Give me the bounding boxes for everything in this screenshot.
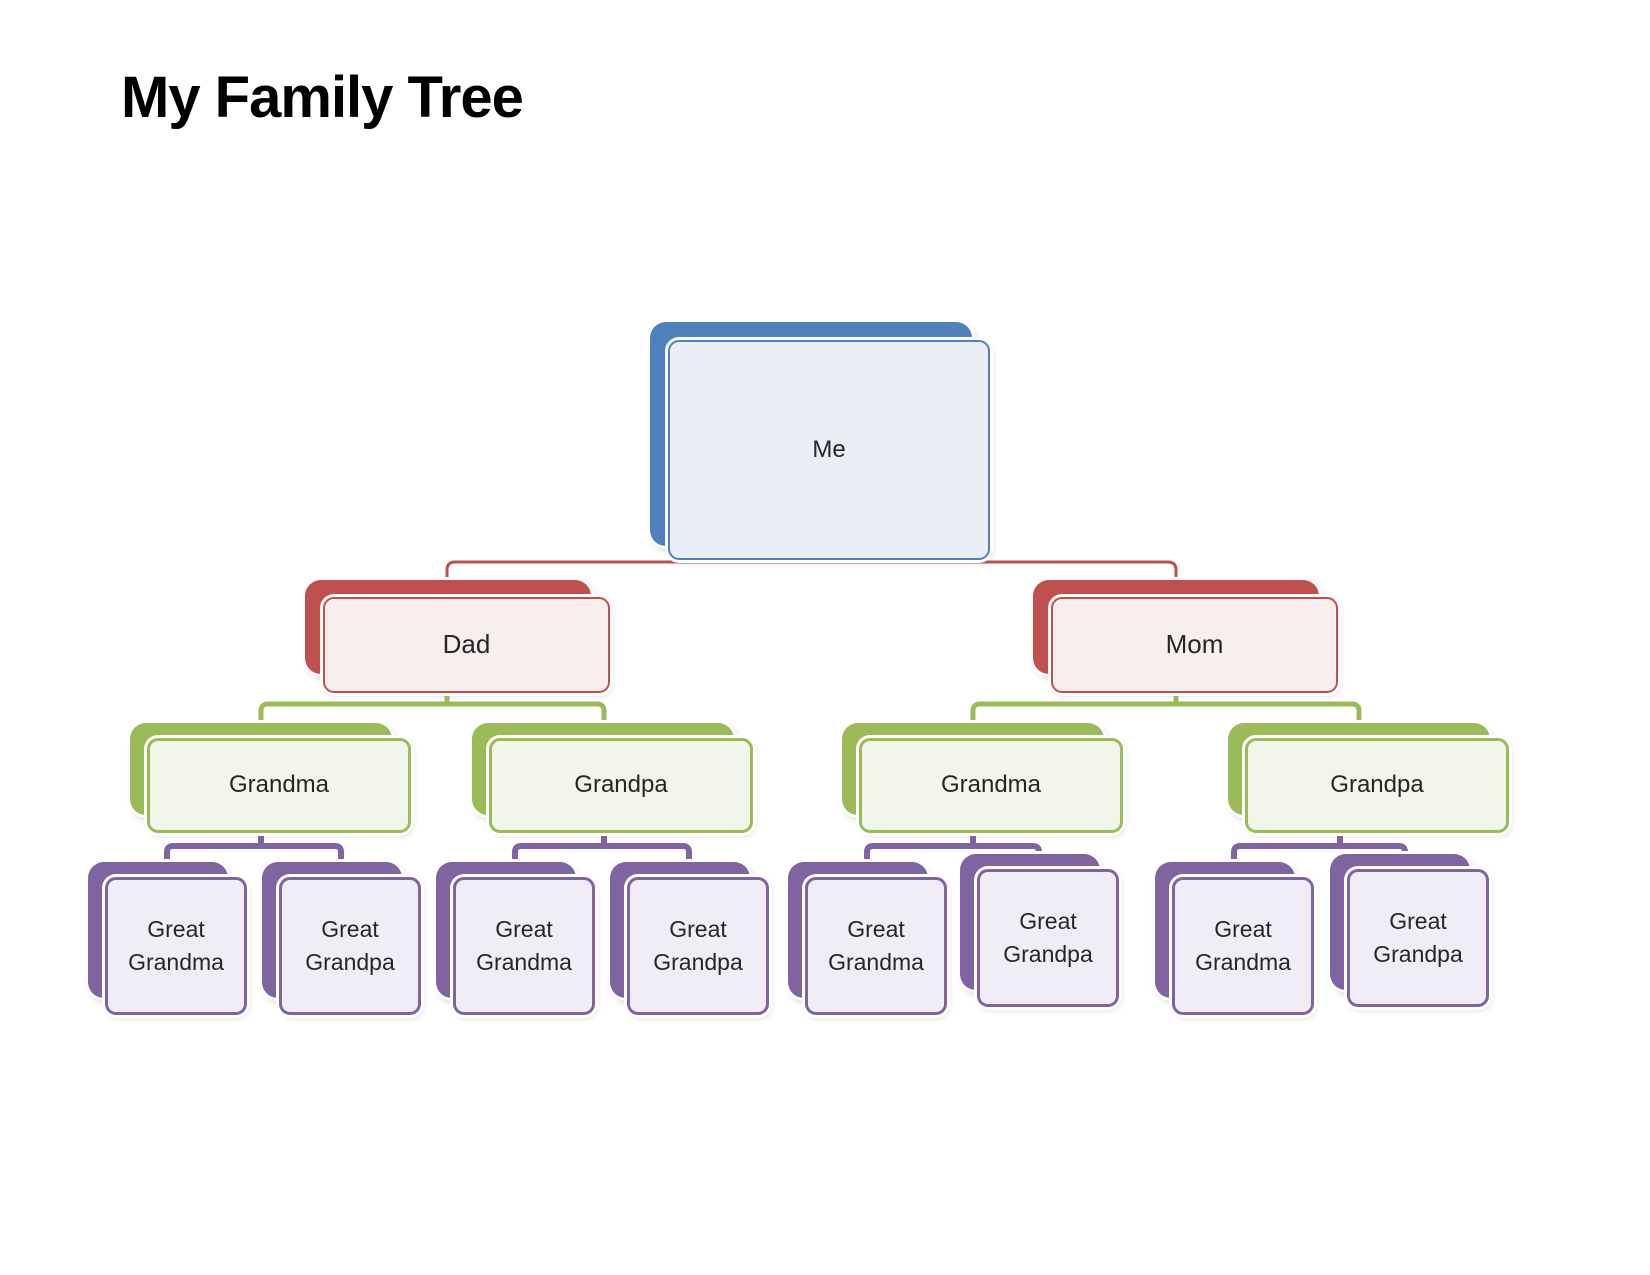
node-grandpa-maternal-label: Grandpa <box>1245 738 1509 833</box>
node-me-label: Me <box>668 340 990 560</box>
node-grandma-maternal-label: Grandma <box>859 738 1123 833</box>
node-great-grandpa-2-label: Great Grandpa <box>627 877 769 1015</box>
node-great-grandma-3-label: Great Grandma <box>805 877 947 1015</box>
page-title: My Family Tree <box>121 65 524 130</box>
node-dad-label: Dad <box>323 597 610 693</box>
node-grandpa-paternal-label: Grandpa <box>489 738 753 833</box>
node-great-grandma-2-label: Great Grandma <box>453 877 595 1015</box>
node-great-grandpa-3-label: Great Grandpa <box>977 869 1119 1007</box>
node-great-grandma-1-label: Great Grandma <box>105 877 247 1015</box>
node-great-grandma-4-label: Great Grandma <box>1172 877 1314 1015</box>
node-grandma-paternal-label: Grandma <box>147 738 411 833</box>
node-great-grandpa-1-label: Great Grandpa <box>279 877 421 1015</box>
node-mom-label: Mom <box>1051 597 1338 693</box>
node-great-grandpa-4-label: Great Grandpa <box>1347 869 1489 1007</box>
